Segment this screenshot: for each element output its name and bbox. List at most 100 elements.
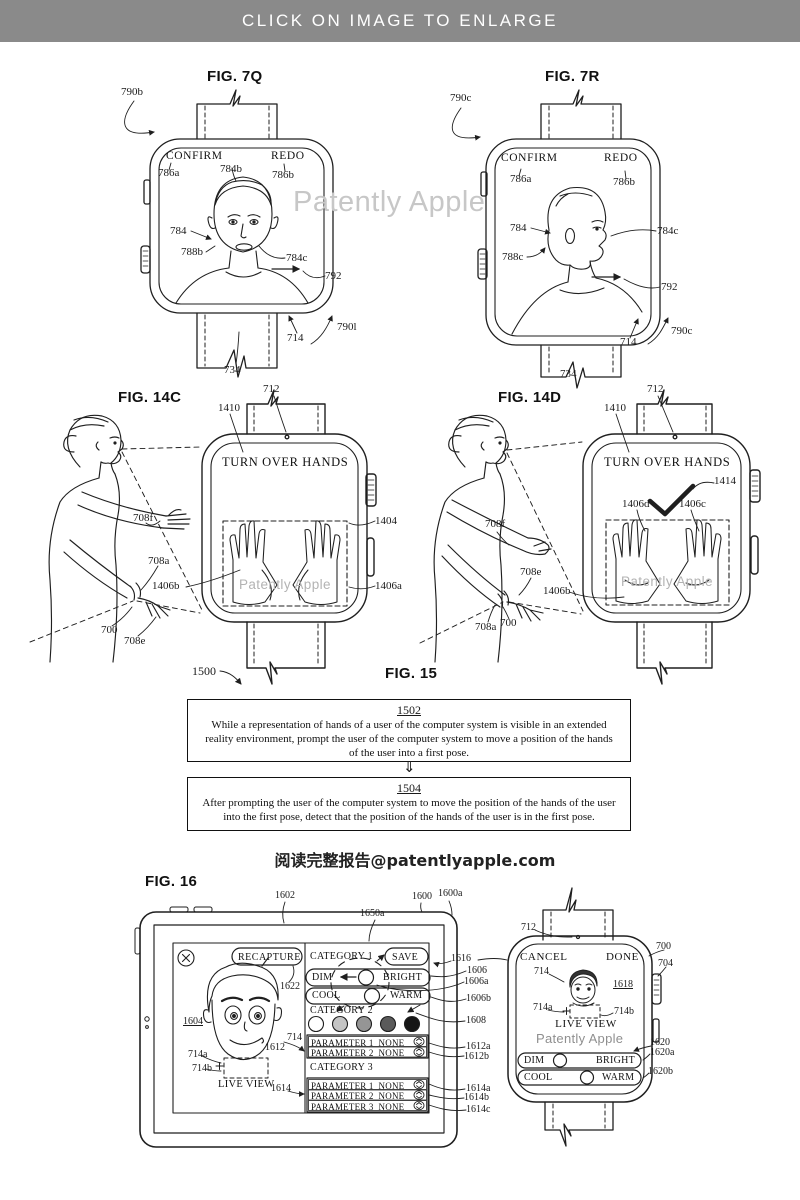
ref-708e-14d: 708e [520,566,542,578]
ref-712-14d: 712 [647,383,664,395]
watch-bright-label[interactable]: BRIGHT [596,1055,636,1066]
banner-text: CLICK ON IMAGE TO ENLARGE [242,11,558,30]
redo-button-7r[interactable]: REDO [604,152,638,164]
ref-734-7r: 734 [560,368,577,380]
ref-1600: 1600 [412,891,432,902]
category1-label: CATEGORY 1 [310,951,373,962]
ref-784c-7r: 784c [657,225,679,237]
ref-1608: 1608 [466,1015,486,1026]
ref-714-w16: 714 [534,966,549,977]
param-row[interactable]: PARAMETER 1 NONE [311,1080,405,1091]
ref-714b-tab: 714b [192,1063,212,1074]
ref-790l: 790l [337,321,357,333]
ref-1606: 1606 [467,965,487,976]
cool-label[interactable]: COOL [312,990,341,1001]
turn-over-hands-14c: TURN OVER HANDS [222,455,349,469]
param-row[interactable]: PARAMETER 3 NONE [311,1101,405,1112]
dim-label[interactable]: DIM [312,972,333,983]
flow-step-1502: 1502 While a representation of hands of … [187,699,631,762]
recapture-button-label[interactable]: RECAPTURE [238,952,301,963]
flow-step-1502-text: While a representation of hands of a use… [205,719,613,760]
ref-1406c: 1406c [679,498,706,510]
ref-1414: 1414 [714,475,736,487]
turn-over-hands-14d: TURN OVER HANDS [604,455,731,469]
stepper-icons[interactable] [413,1036,425,1111]
confirm-button-7q[interactable]: CONFIRM [166,150,223,162]
fig16-title: FIG. 16 [145,873,198,890]
ref-786b: 786b [272,169,294,181]
ref-1606a: 1606a [464,976,489,987]
ref-784c: 784c [286,252,308,264]
ref-788b: 788b [181,246,203,258]
ref-1410-14d: 1410 [604,402,626,414]
watch-warm-label[interactable]: WARM [602,1072,635,1083]
fig14c-title: FIG. 14C [118,389,182,406]
ref-704: 704 [658,958,673,969]
face-profile-7r [511,186,643,335]
watermark-patently-apple: Patently Apple [293,186,486,218]
ref-790c-top: 790c [450,92,472,104]
cool-warm-knob[interactable] [363,987,381,1005]
ref-712-w16: 712 [521,922,536,933]
ref-1404: 1404 [375,515,397,527]
leaders-7r [451,107,669,345]
ref-714: 714 [287,332,304,344]
bright-label[interactable]: BRIGHT [383,972,423,983]
ref-1620b: 1620b [648,1066,673,1077]
watch-cool-warm-knob[interactable] [579,1070,595,1085]
confirm-button-7r[interactable]: CONFIRM [501,152,558,164]
watch-dim-label[interactable]: DIM [524,1055,545,1066]
flow-step-1502-num: 1502 [397,703,421,717]
ref-784: 784 [170,225,187,237]
warm-label[interactable]: WARM [390,990,423,1001]
banner: CLICK ON IMAGE TO ENLARGE [0,0,800,42]
ref-1620a: 1620a [650,1047,675,1058]
cancel-button[interactable]: CANCEL [520,951,568,963]
ref-714a-w16: 714a [533,1002,553,1013]
ref-714b-w16: 714b [614,1006,634,1017]
ref-712-14c: 712 [263,383,280,395]
ref-714a-tab: 714a [188,1049,208,1060]
ref-1620: 1620 [650,1037,670,1048]
close-icon[interactable] [177,949,195,967]
ref-1604: 1604 [183,1016,203,1027]
param-row[interactable]: PARAMETER 1 NONE [311,1037,405,1048]
flow-step-1504: 1504 After prompting the user of the com… [187,777,631,831]
param-row[interactable]: PARAMETER 2 NONE [311,1091,405,1101]
color-swatches[interactable] [307,1015,421,1033]
ref-784-7r: 784 [510,222,527,234]
ref-790c-bot: 790c [671,325,693,337]
watch-14d [487,389,761,685]
ref-1602: 1602 [275,890,295,901]
ref-700-w16: 700 [656,941,671,952]
ref-1410-14c: 1410 [218,402,240,414]
flow-arrow-down: ⇓ [403,760,416,776]
ref-734: 734 [224,364,241,376]
ref-708a-14d: 708a [475,621,497,633]
ref-1600a: 1600a [438,888,463,899]
fig7r-title: FIG. 7R [545,68,600,85]
flow-step-1504-num: 1504 [397,781,421,795]
ref-1500: 1500 [192,664,216,678]
ref-790b: 790b [121,86,143,98]
ref-1406b-14c: 1406b [152,580,180,592]
ref-1614a: 1614a [466,1083,491,1094]
dim-bright-knob[interactable] [357,969,375,986]
ref-792-7r: 792 [661,281,678,293]
done-button[interactable]: DONE [606,951,639,963]
category3-label: CATEGORY 3 [310,1062,373,1073]
param-row[interactable]: PARAMETER 2 NONE [311,1048,405,1058]
live-view-label-watch: LIVE VIEW [555,1018,617,1030]
save-button-label[interactable]: SAVE [392,952,419,963]
redo-button-7q[interactable]: REDO [271,150,305,162]
ref-708f-14c: 708f [133,512,154,524]
category2-label: CATEGORY 2 [310,1005,373,1016]
watch-cool-label[interactable]: COOL [524,1072,553,1083]
ref-1612: 1612 [265,1042,285,1053]
chinese-footer: 阅读完整报告@patentlyapple.com [274,851,556,870]
ref-714-7r: 714 [620,336,637,348]
fig7q-title: FIG. 7Q [207,68,263,85]
watch-dim-bright-knob[interactable] [552,1053,568,1068]
ref-786b-7r: 786b [613,176,635,188]
